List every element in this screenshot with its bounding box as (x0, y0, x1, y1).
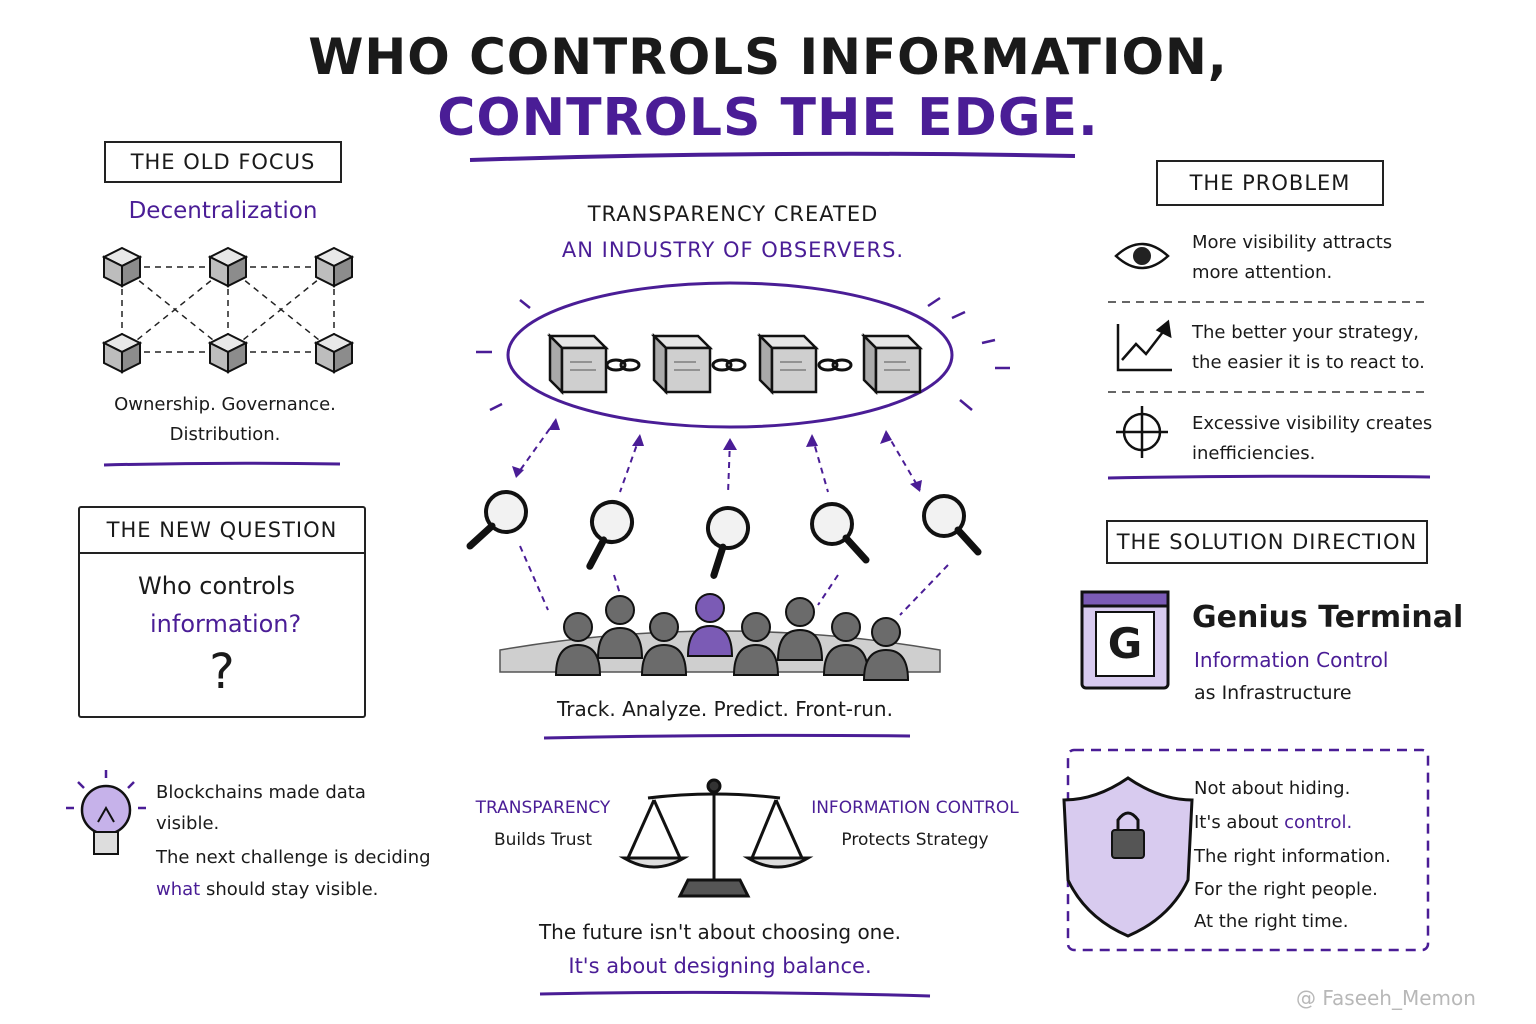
chart-up-icon (1116, 319, 1172, 372)
magnifier-icon (687, 501, 762, 576)
center-heading-2: AN INDUSTRY OF OBSERVERS. (561, 238, 905, 262)
new-question-line2: information? (150, 610, 302, 638)
center-caption: Track. Analyze. Predict. Front-run. (557, 697, 893, 721)
new-question-label: THE NEW QUESTION (80, 508, 364, 554)
old-focus-label: THE OLD FOCUS (104, 141, 342, 183)
lightbulb-icon (66, 770, 146, 855)
balance-right-title: INFORMATION CONTROL (811, 798, 1019, 818)
new-question-line1: Who controls (138, 572, 295, 600)
insight-line3: The next challenge is deciding (156, 847, 431, 868)
logo-letter: G (1107, 619, 1143, 668)
balance-line2: It's about designing balance. (568, 954, 872, 978)
block-cube (548, 334, 608, 394)
problem-item-2-line1: The better your strategy, (1192, 322, 1420, 343)
node-cube (103, 333, 141, 373)
balance-line1: The future isn't about choosing one. (538, 920, 902, 944)
shield-line2-pre: It's about (1194, 812, 1279, 833)
balance-scale-icon (618, 778, 814, 898)
crosshair-icon (1116, 406, 1168, 458)
center-heading-1: TRANSPARENCY CREATED (587, 202, 879, 226)
shield-line5: At the right time. (1194, 911, 1349, 932)
arrow-heads (512, 418, 922, 492)
new-question-card: THE NEW QUESTION Who controls informatio… (78, 506, 366, 718)
chain-links (605, 358, 853, 372)
shield-line2-highlight: control. (1284, 812, 1353, 833)
insight-rest: should stay visible. (205, 879, 379, 900)
page-title: WHO CONTROLS INFORMATION, (308, 28, 1228, 86)
shield-line4: For the right people. (1194, 879, 1378, 900)
eye-icon (1114, 242, 1170, 270)
balance-left-title: TRANSPARENCY (475, 798, 611, 818)
observer-person (687, 593, 733, 657)
node-cube (209, 247, 247, 287)
insight-line1: Blockchains made data (156, 782, 366, 803)
problem-item-1-line2: more attention. (1192, 262, 1333, 283)
insight-line4: what should stay visible. (156, 875, 378, 905)
magnifier-icon (470, 492, 526, 546)
watermark: @ Faseeh_Memon (1296, 986, 1476, 1010)
observer-person (597, 595, 643, 659)
blockchain-ellipse (506, 281, 954, 429)
insight-highlight: what (156, 879, 201, 900)
old-focus-subtitle: Decentralization (128, 198, 318, 224)
solution-label: THE SOLUTION DIRECTION (1106, 520, 1428, 564)
product-name: Genius Terminal (1192, 600, 1464, 635)
problem-item-2-line2: the easier it is to react to. (1192, 352, 1425, 373)
product-tagline-2: as Infrastructure (1194, 682, 1352, 704)
problem-separators (1108, 301, 1424, 393)
old-focus-caption-2: Distribution. (169, 424, 281, 445)
node-cube (209, 333, 247, 373)
node-cube (315, 333, 353, 373)
product-tagline: Information Control (1194, 648, 1389, 672)
problem-item-1-line1: More visibility attracts (1192, 232, 1393, 253)
center-underline (543, 733, 911, 740)
insight-line2: visible. (156, 813, 220, 834)
node-cube (315, 247, 353, 287)
question-mark: ? (209, 644, 235, 700)
shield-line3: The right information. (1194, 846, 1391, 867)
node-cube (103, 247, 141, 287)
old-focus-underline (103, 461, 341, 467)
title-underline (469, 151, 1076, 162)
observer-person (777, 597, 823, 661)
shield-line2: It's about control. (1194, 808, 1352, 838)
problem-item-3-line1: Excessive visibility creates (1192, 413, 1433, 434)
balance-left-sub: Builds Trust (493, 830, 593, 850)
shield-lock-icon (1062, 776, 1194, 938)
page-subtitle: CONTROLS THE EDGE. (437, 88, 1099, 148)
problem-label: THE PROBLEM (1156, 160, 1384, 206)
balance-underline (539, 990, 931, 998)
block-cube (652, 334, 712, 394)
radiance-strokes (476, 296, 1010, 412)
block-cube (862, 334, 922, 394)
block-cube (758, 334, 818, 394)
genius-logo-icon (1080, 590, 1170, 690)
old-focus-caption-1: Ownership. Governance. (114, 394, 336, 415)
shield-line1: Not about hiding. (1194, 778, 1351, 799)
magnifier-icon (924, 496, 978, 552)
problem-underline (1107, 474, 1431, 480)
balance-right-sub: Protects Strategy (841, 830, 989, 850)
magnifier-icon (571, 496, 642, 566)
magnifier-icon (812, 504, 866, 560)
problem-item-3-line2: inefficiencies. (1192, 443, 1316, 464)
